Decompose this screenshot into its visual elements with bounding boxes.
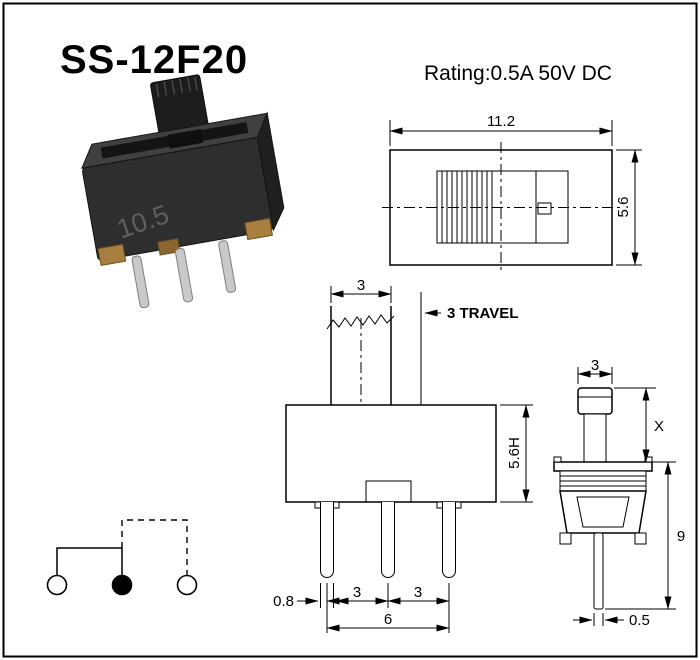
top-view-drawing: 11.2 5.6 (382, 113, 642, 273)
photo-pin-2 (174, 247, 194, 303)
ext-line (614, 387, 676, 463)
front-body-height-dim: 5.6H (506, 437, 523, 469)
side-foot-right (634, 532, 647, 545)
top-view-slot (436, 170, 569, 244)
side-top-plate (553, 461, 653, 472)
break-line (326, 314, 395, 330)
photo-pin-1 (131, 255, 150, 309)
page-title: SS-12F20 (60, 38, 248, 82)
front-view-drawing: 3 3 TRAVEL 5.6H 0.8 3 3 6 (273, 277, 533, 633)
travel-label: 3 TRAVEL (447, 305, 518, 322)
side-view-drawing: 3 X 9 0.5 (553, 357, 685, 629)
side-plate-tab (553, 456, 562, 463)
circuit-schematic (46, 519, 198, 596)
front-pin-3 (442, 502, 456, 578)
photo-contact-left (97, 243, 127, 267)
rating-text: Rating:0.5A 50V DC (424, 62, 612, 85)
knob-height-x-dim: X (654, 418, 664, 435)
front-body-outline (285, 404, 497, 503)
photo-body (82, 137, 274, 261)
photo-contact-mid (157, 238, 181, 256)
photo-knob-stem (167, 129, 204, 149)
side-pin (593, 532, 604, 610)
terminal-1 (46, 574, 68, 596)
side-knob (577, 387, 613, 415)
knob-rib-lines (441, 171, 493, 243)
product-photo: 10.5 (81, 74, 285, 309)
pin-width-dim: 0.8 (273, 593, 294, 610)
photo-knob-ribs (155, 77, 198, 97)
slot-latch-mark (537, 202, 552, 215)
pin-pitch-dim-right: 3 (414, 584, 422, 601)
schematic-dashed-link (121, 519, 188, 576)
schematic-solid-link (56, 547, 123, 576)
side-foot-left (559, 532, 572, 545)
terminal-2-common (111, 574, 133, 596)
pin-thickness-dim: 0.5 (629, 612, 650, 629)
top-view-height-dim: 5.6 (615, 197, 632, 218)
body-bottom-notch (365, 480, 412, 502)
ext-line (320, 583, 450, 633)
front-pin-1 (320, 502, 334, 578)
side-height-dim: 9 (677, 528, 685, 545)
side-housing-inner (576, 496, 630, 528)
top-view-width-dim: 11.2 (487, 113, 515, 130)
pin-span-dim: 6 (384, 611, 392, 628)
front-pin-2 (381, 502, 395, 578)
front-knob-width-dim: 3 (357, 277, 365, 294)
side-knob-width-dim: 3 (591, 357, 599, 374)
ext-line (593, 613, 604, 626)
photo-contact-right (244, 217, 273, 241)
terminal-3 (176, 574, 198, 596)
photo-pin-3 (218, 240, 237, 293)
pin-pitch-dim-left: 3 (353, 584, 361, 601)
side-knob-stem (583, 413, 607, 463)
terminal-band-lines (560, 475, 646, 487)
